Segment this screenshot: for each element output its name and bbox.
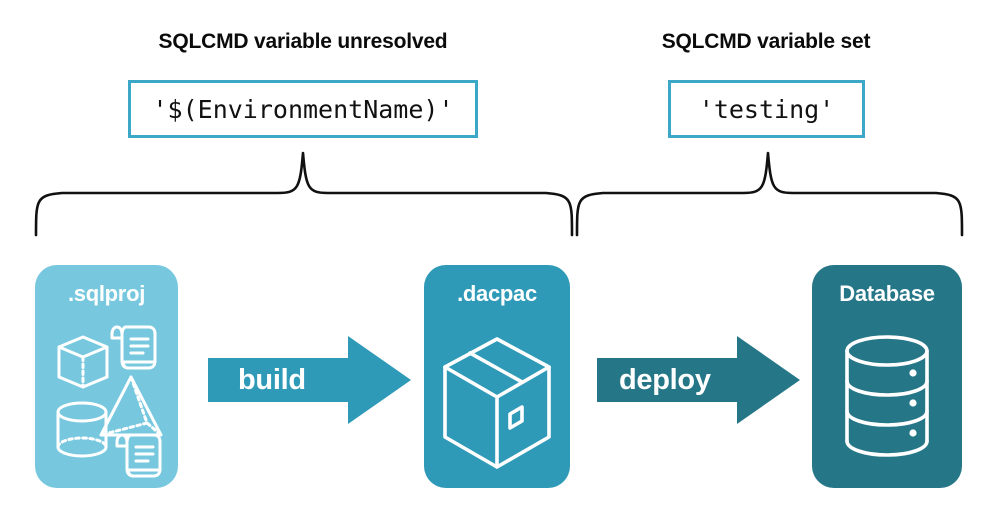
cube-icon <box>57 335 109 389</box>
database-cylinder-icon <box>845 335 929 457</box>
heading-sqlcmd-variable-set: SQLCMD variable set <box>661 30 871 53</box>
pyramid-icon <box>99 375 163 437</box>
arrow-deploy-shape <box>597 336 800 424</box>
database-status-dots-icon <box>909 369 917 437</box>
code-box-testing: 'testing' <box>668 80 865 138</box>
arrow-deploy-label: deploy <box>619 363 711 396</box>
script-scroll-icon-bottom <box>115 433 162 478</box>
arrow-build-label: build <box>238 363 306 396</box>
arrow-build-shape <box>208 336 411 424</box>
cylinder-icon <box>56 401 108 458</box>
artifact-label-database: Database <box>839 281 935 306</box>
sqlproj-shapes-icon <box>56 325 163 478</box>
curly-brace-left <box>34 151 574 237</box>
script-scroll-icon-top <box>110 325 157 370</box>
artifact-label-sqlproj: .sqlproj <box>67 281 146 306</box>
code-box-environment-name: '$(EnvironmentName)' <box>128 80 478 138</box>
heading-sqlcmd-variable-unresolved: SQLCMD variable unresolved <box>158 30 448 53</box>
arrow-deploy: deploy <box>597 336 800 424</box>
artifact-box-sqlproj: .sqlproj <box>35 265 178 488</box>
artifact-box-dacpac: .dacpac <box>424 265 570 488</box>
package-box-icon <box>443 337 551 469</box>
artifact-box-database: Database <box>812 265 962 488</box>
curly-brace-right <box>575 151 964 237</box>
arrow-build: build <box>208 336 411 424</box>
artifact-label-dacpac: .dacpac <box>457 281 537 306</box>
